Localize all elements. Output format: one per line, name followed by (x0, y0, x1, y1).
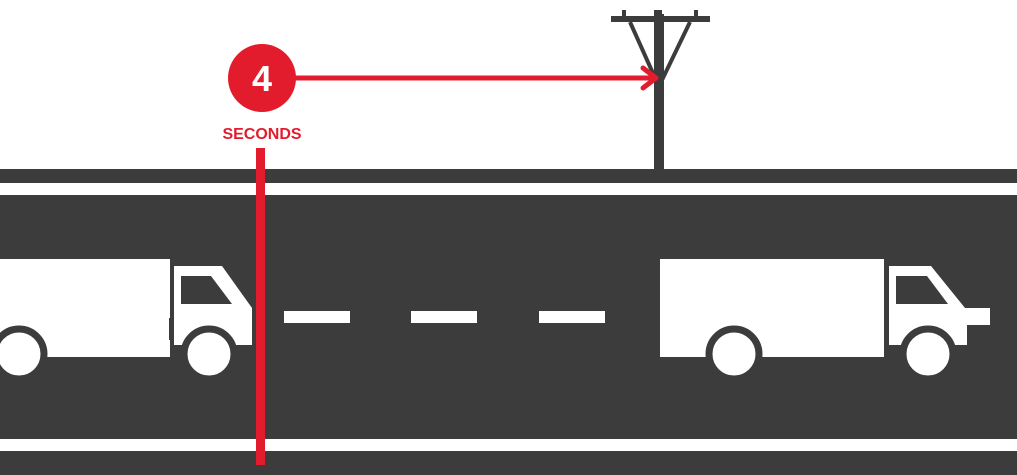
time-interval-badge: 4 SECONDS (222, 44, 301, 143)
lane-dash (411, 311, 477, 323)
arrow-right-icon (292, 68, 656, 88)
badge-unit-label: SECONDS (222, 126, 301, 143)
reference-line (256, 148, 265, 465)
road-bottom-border (0, 451, 1017, 475)
utility-pole-icon (611, 10, 710, 171)
lane-dash (284, 311, 350, 323)
lane-markings (284, 311, 605, 323)
badge-number: 4 (252, 58, 272, 99)
road-top-border (0, 169, 1017, 183)
lane-dash (539, 311, 605, 323)
